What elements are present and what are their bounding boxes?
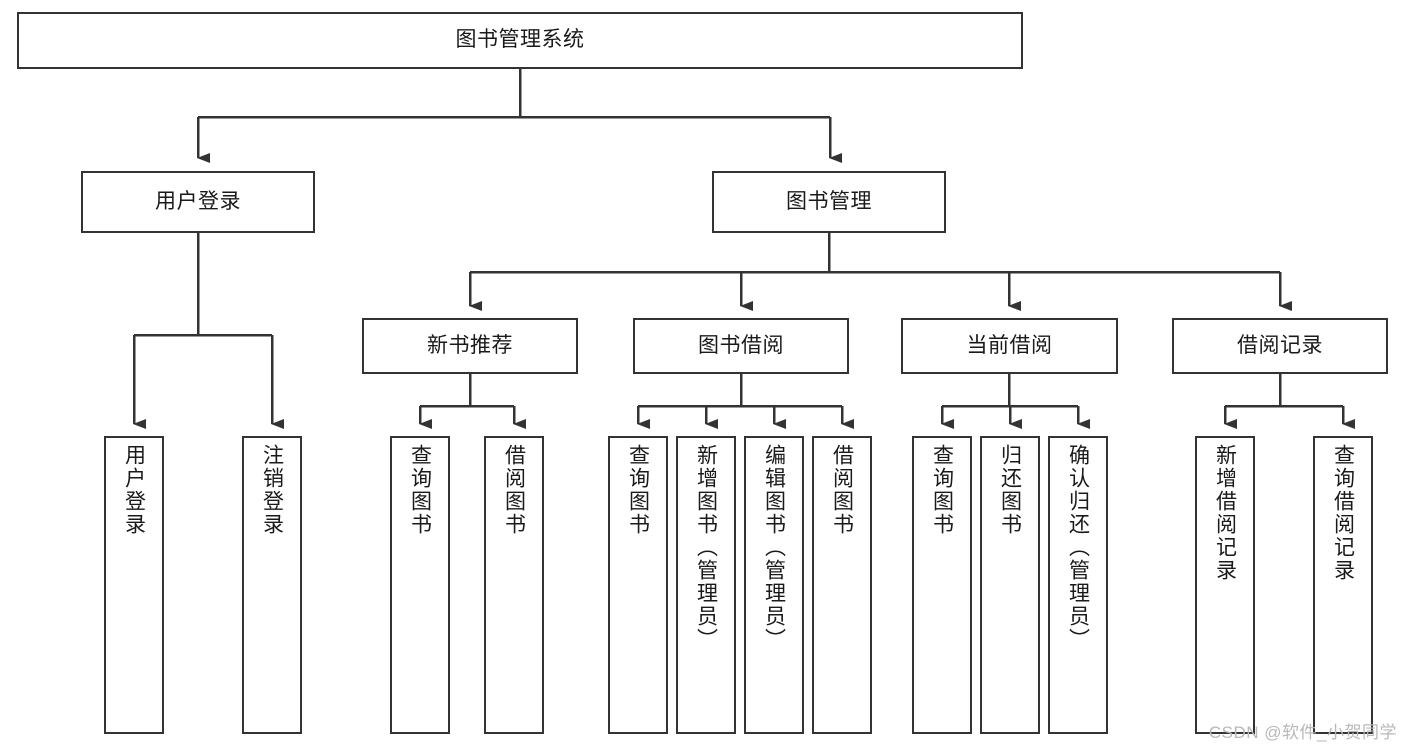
node-label: 查询图书 xyxy=(626,444,650,536)
leaf-add-borrow-record[interactable]: 新增借阅记录 xyxy=(1195,436,1255,734)
leaf-user-login[interactable]: 用户登录 xyxy=(104,436,164,734)
node-label: 图书管理 xyxy=(786,189,872,213)
node-label: 借阅图书 xyxy=(830,444,854,536)
leaf-query-book-current[interactable]: 查询图书 xyxy=(912,436,972,734)
node-label: 新增图书（管理员） xyxy=(694,444,718,651)
node-label: 编辑图书（管理员） xyxy=(762,444,786,651)
node-new-book-recommend[interactable]: 新书推荐 xyxy=(362,318,578,374)
node-label: 借阅图书 xyxy=(502,444,526,536)
node-label: 用户登录 xyxy=(155,189,241,213)
node-borrow-record[interactable]: 借阅记录 xyxy=(1172,318,1388,374)
node-label: 图书管理系统 xyxy=(455,28,585,52)
node-label: 查询图书 xyxy=(408,444,432,536)
leaf-confirm-return-admin[interactable]: 确认归还（管理员） xyxy=(1048,436,1108,734)
node-label: 注销登录 xyxy=(260,444,284,536)
node-current-borrow[interactable]: 当前借阅 xyxy=(901,318,1118,374)
node-label: 查询借阅记录 xyxy=(1331,444,1355,582)
node-label: 借阅记录 xyxy=(1237,333,1323,357)
leaf-edit-book-admin[interactable]: 编辑图书（管理员） xyxy=(744,436,804,734)
node-label: 查询图书 xyxy=(930,444,954,536)
leaf-query-borrow-record[interactable]: 查询借阅记录 xyxy=(1313,436,1373,734)
node-label: 当前借阅 xyxy=(966,333,1053,357)
node-book-borrow[interactable]: 图书借阅 xyxy=(633,318,849,374)
node-label: 归还图书 xyxy=(998,444,1022,536)
node-label: 用户登录 xyxy=(122,444,146,536)
node-label: 新增借阅记录 xyxy=(1213,444,1237,582)
leaf-borrow-book-newbook[interactable]: 借阅图书 xyxy=(484,436,544,734)
node-root-system[interactable]: 图书管理系统 xyxy=(17,12,1023,69)
leaf-logout[interactable]: 注销登录 xyxy=(242,436,302,734)
node-label: 新书推荐 xyxy=(427,333,513,357)
leaf-add-book-admin[interactable]: 新增图书（管理员） xyxy=(676,436,736,734)
node-user-login[interactable]: 用户登录 xyxy=(81,171,315,233)
csdn-watermark: CSDN @软件_小贺同学 xyxy=(1208,723,1397,742)
leaf-query-book-borrow[interactable]: 查询图书 xyxy=(608,436,668,734)
node-label: 确认归还（管理员） xyxy=(1066,444,1090,651)
leaf-borrow-book[interactable]: 借阅图书 xyxy=(812,436,872,734)
node-label: 图书借阅 xyxy=(698,333,784,357)
node-book-management[interactable]: 图书管理 xyxy=(712,171,946,233)
leaf-return-book[interactable]: 归还图书 xyxy=(980,436,1040,734)
leaf-query-book-newbook[interactable]: 查询图书 xyxy=(390,436,450,734)
